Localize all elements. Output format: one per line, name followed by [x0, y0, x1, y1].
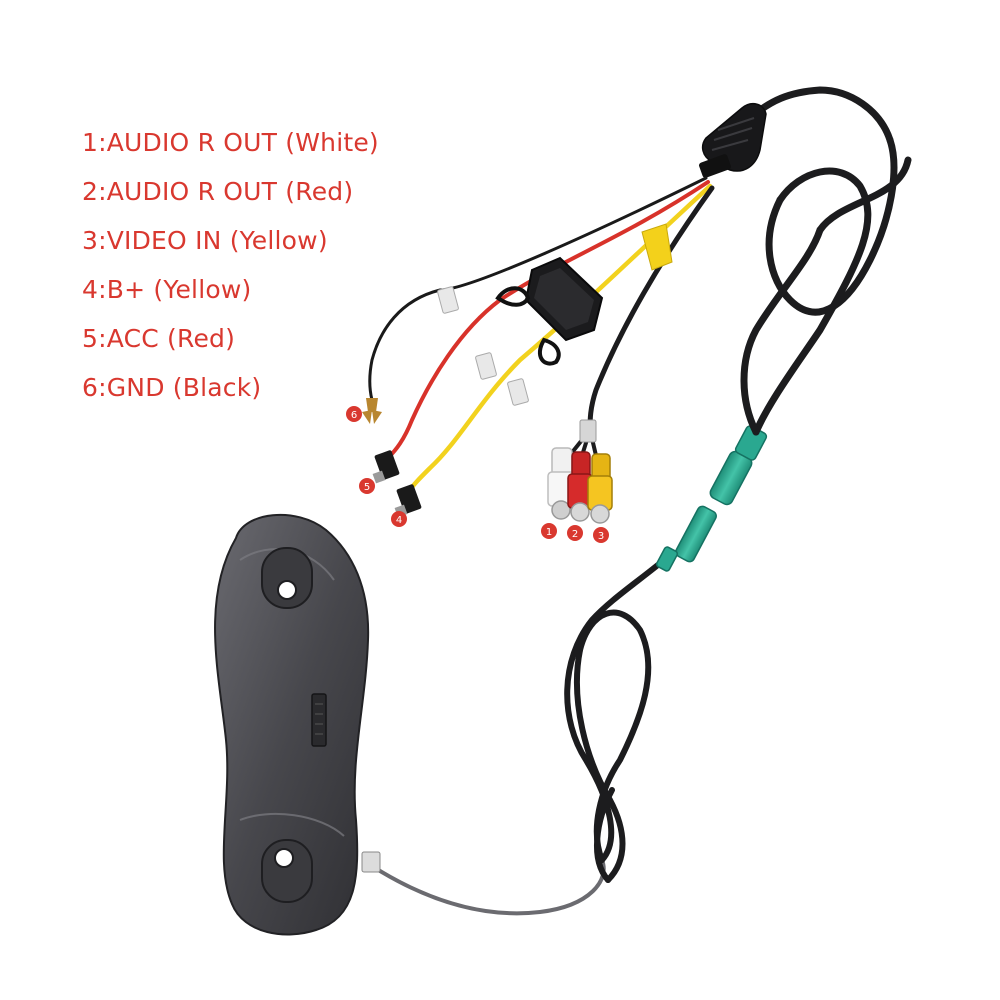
- marker-4: 4: [391, 511, 407, 527]
- label-flag-gnd: [437, 286, 459, 314]
- marker-1: 1: [541, 523, 557, 539]
- housing-edge-bottom: [239, 812, 345, 837]
- fuse-holder: [495, 256, 604, 366]
- svg-text:1: 1: [546, 527, 552, 538]
- legend-item-1: 1:AUDIO R OUT (White): [82, 128, 379, 157]
- label-flag-acc: [475, 352, 497, 380]
- legend-item-6: 6:GND (Black): [82, 373, 262, 402]
- mount-housing: [214, 513, 370, 936]
- yellow-tag: [641, 223, 673, 271]
- junction-boot: [701, 103, 767, 172]
- marker-6: 6: [346, 406, 362, 422]
- marker-5: 5: [359, 478, 375, 494]
- terminal-gnd: [362, 398, 382, 424]
- legend-item-4: 4:B+ (Yellow): [82, 275, 252, 304]
- junction-collar: [699, 154, 731, 178]
- pin-legend: 1:AUDIO R OUT (White) 2:AUDIO R OUT (Red…: [82, 118, 462, 412]
- label-flag-av: [579, 419, 597, 443]
- power-wires: [368, 176, 715, 493]
- housing-switch: [311, 693, 327, 747]
- green-connector-male: [675, 505, 717, 563]
- cable-junction: [699, 103, 767, 178]
- terminal-acc: [372, 450, 400, 484]
- marker-2: 2: [567, 525, 583, 541]
- wire-av-trunk: [587, 185, 715, 433]
- sensor-lead-cable: [370, 859, 606, 916]
- svg-text:3: 3: [598, 531, 604, 542]
- svg-text:6: 6: [351, 410, 357, 421]
- legend-item-3: 3:VIDEO IN (Yellow): [82, 226, 328, 255]
- green-connector: [655, 425, 768, 572]
- upper-cable-coil: [740, 86, 912, 436]
- housing-shell: [214, 513, 370, 936]
- wire-bplus: [407, 183, 713, 493]
- svg-text:5: 5: [364, 482, 370, 493]
- screw-slot-top: [261, 547, 313, 609]
- lower-cable-coil: [564, 557, 667, 883]
- svg-text:4: 4: [396, 515, 402, 526]
- label-flag-bplus: [507, 378, 529, 406]
- marker-3: 3: [593, 527, 609, 543]
- svg-text:2: 2: [572, 529, 578, 540]
- rca-red: [567, 451, 593, 522]
- wire-gnd: [368, 176, 708, 402]
- rca-yellow: [587, 453, 613, 524]
- wire-acc: [386, 180, 710, 460]
- legend-item-5: 5:ACC (Red): [82, 324, 236, 353]
- legend-item-2: 2:AUDIO R OUT (Red): [82, 177, 354, 206]
- sensor-lead-plug: [361, 851, 381, 873]
- screw-hole-top: [277, 580, 297, 600]
- screw-hole-bottom: [274, 848, 294, 868]
